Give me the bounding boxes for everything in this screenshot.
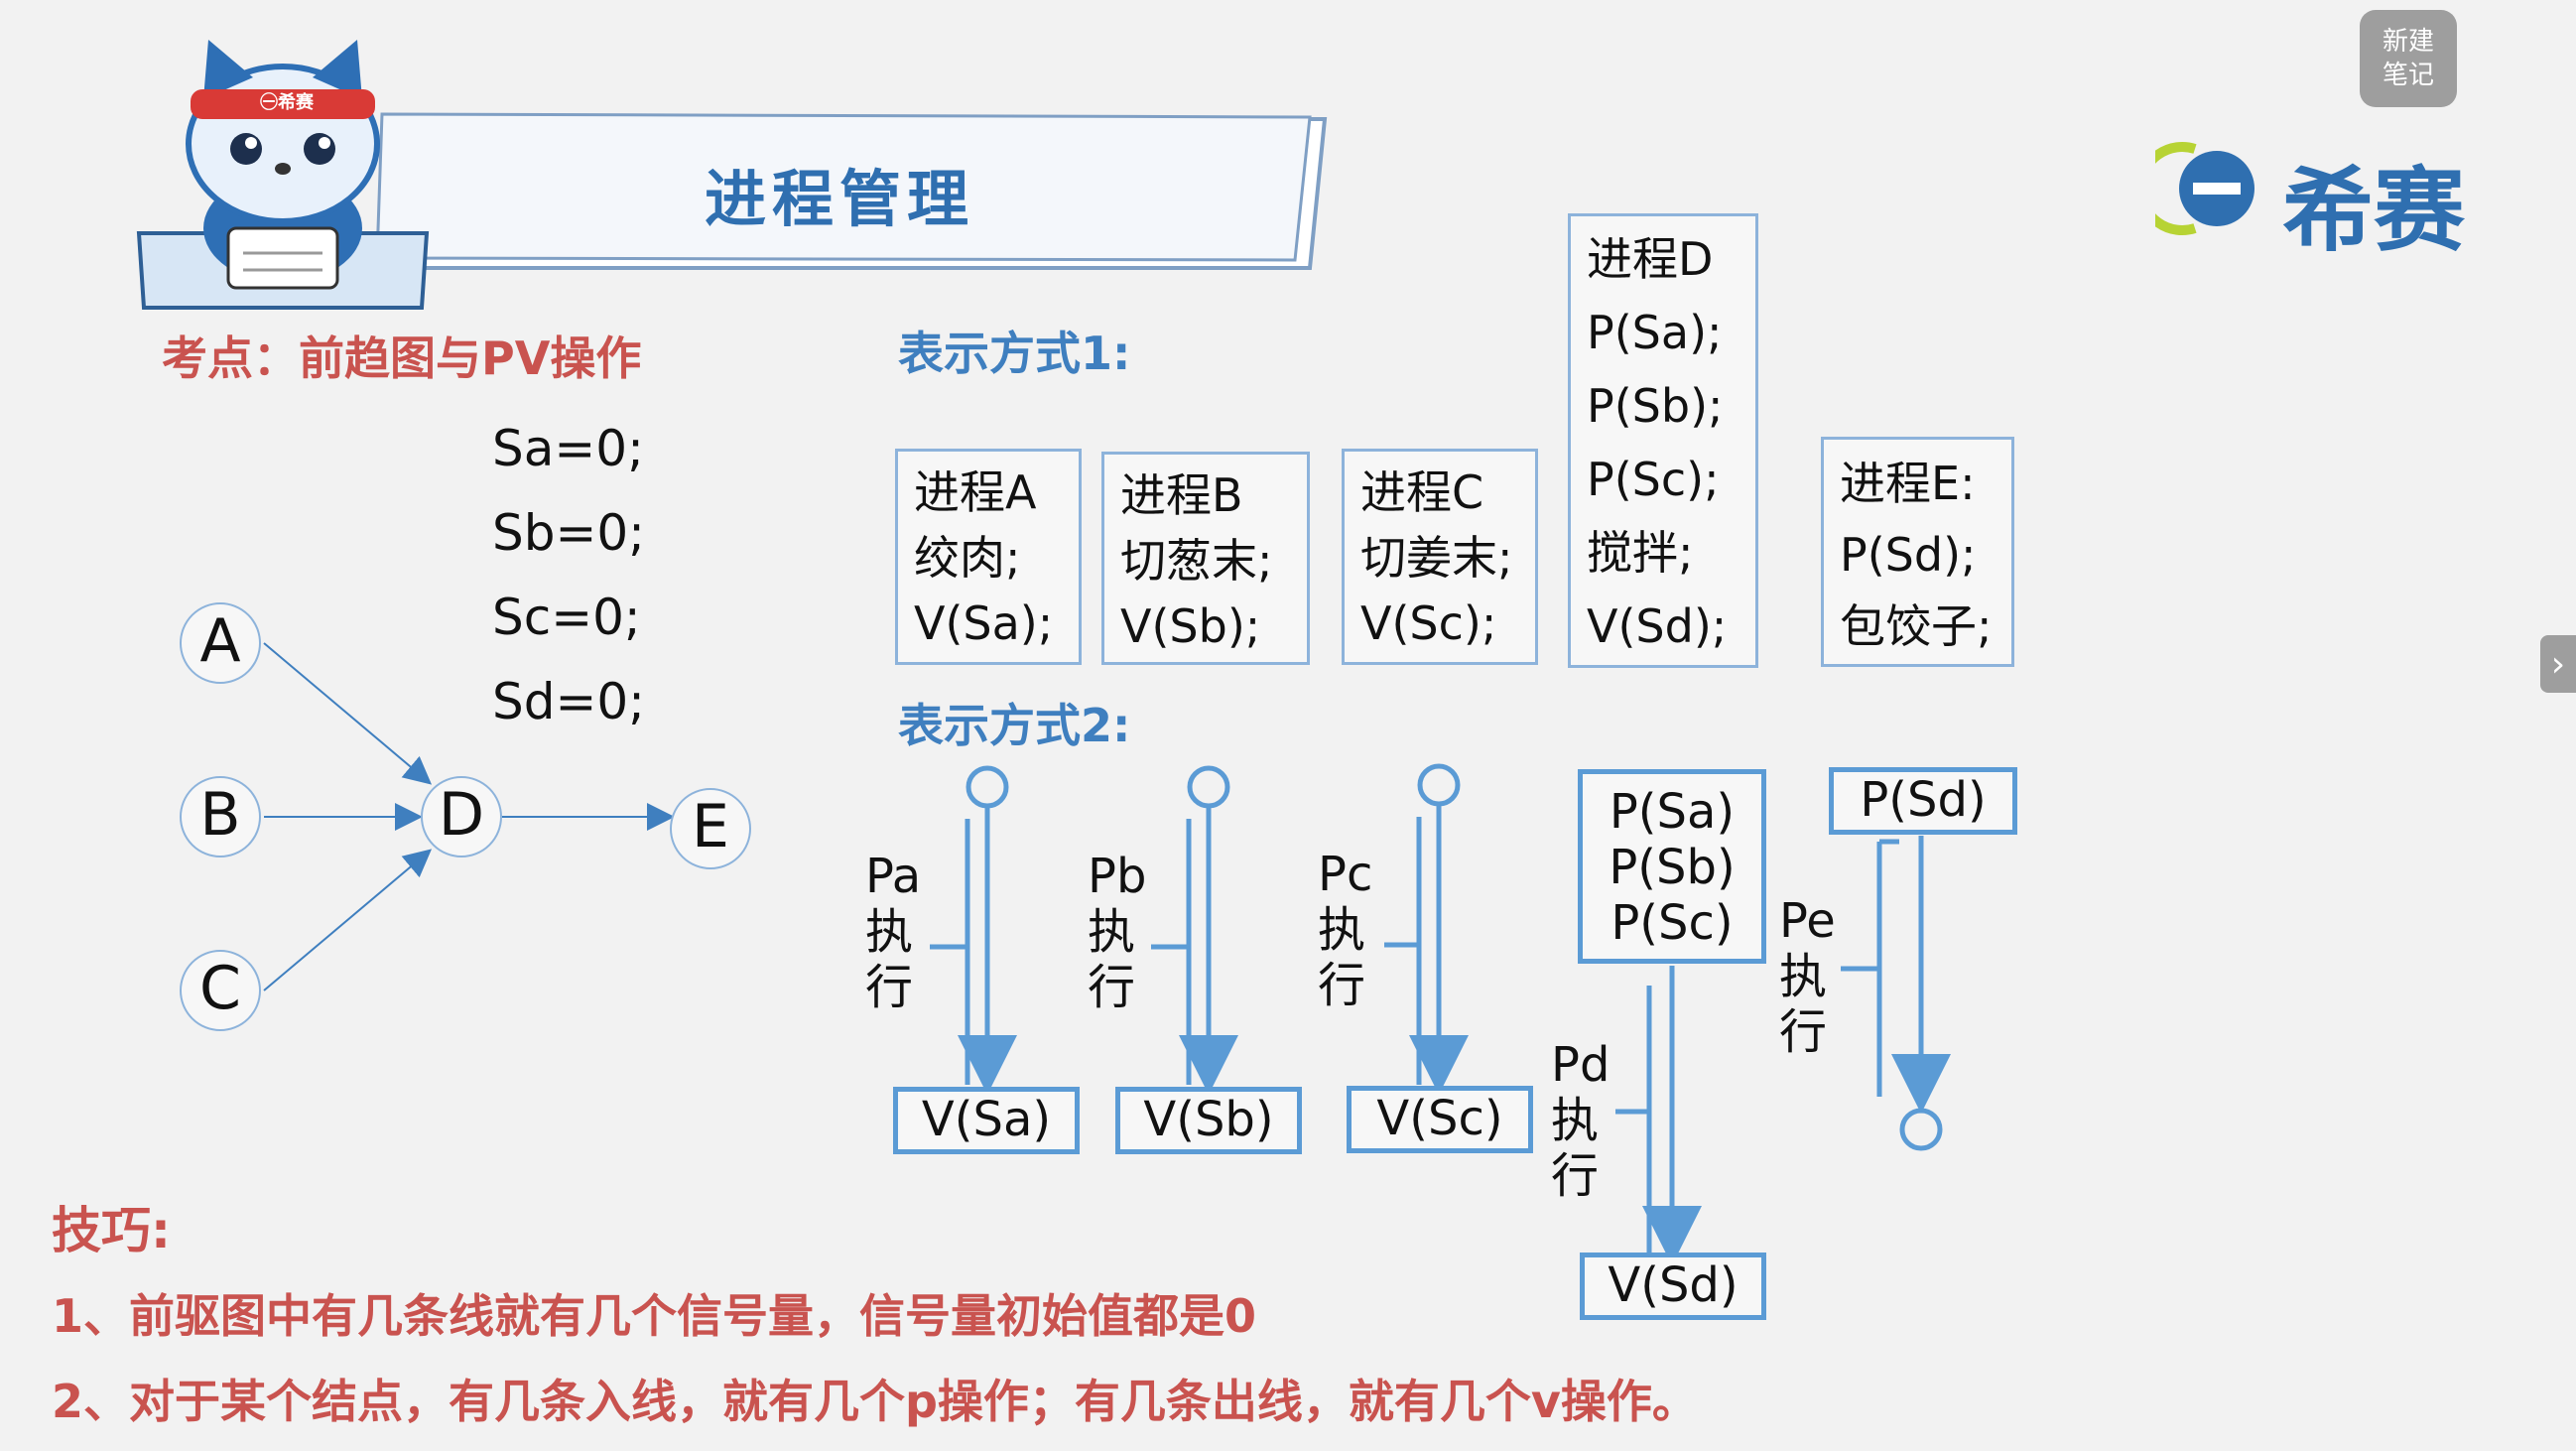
edge-c-d xyxy=(263,849,433,991)
repr2-heading: 表示方式2: xyxy=(898,699,1131,752)
pd-p-sb: P(Sb) xyxy=(1609,840,1736,895)
pa-label: Pa 执 行 xyxy=(865,849,922,1015)
node-a xyxy=(180,602,261,684)
edge-a-d xyxy=(263,642,433,785)
mascot-badge: ㊀希赛 xyxy=(260,92,314,113)
banner-graphic xyxy=(136,40,1328,310)
pd-p-sa: P(Sa) xyxy=(1609,784,1736,840)
process-d-line: 搅拌; xyxy=(1587,526,1694,580)
process-b-line: 进程B xyxy=(1120,468,1243,522)
precedence-graph: A B C D E xyxy=(180,602,751,1031)
node-d xyxy=(421,776,502,857)
pd-label: Pd 执 行 xyxy=(1551,1037,1610,1204)
node-c-label: C xyxy=(199,954,241,1023)
side-panel-toggle[interactable]: › xyxy=(2540,635,2576,693)
process-e-box: 进程E: P(Sd); 包饺子; xyxy=(1821,437,2014,667)
process-c-line: 切姜末; xyxy=(1360,531,1513,585)
process-d-line: P(Sb); xyxy=(1587,379,1724,433)
node-a-label: A xyxy=(199,606,240,676)
pc-label: Pc 执 行 xyxy=(1318,847,1373,1013)
pd-p-box: P(Sa) P(Sb) P(Sc) xyxy=(1578,769,1766,964)
tip-2: 2、对于某个结点，有几条入线，就有几个p操作；有几条出线，就有几个v操作。 xyxy=(52,1375,1698,1428)
tip-1: 1、前驱图中有几条线就有几个信号量，信号量初始值都是0 xyxy=(52,1289,1257,1343)
process-d-line: P(Sa); xyxy=(1587,306,1723,359)
process-a-line: V(Sa); xyxy=(914,596,1054,650)
new-note-label-1: 新建 xyxy=(2382,27,2434,57)
v-sd-box: V(Sd) xyxy=(1580,1253,1766,1320)
process-a-box: 进程A 绞肉; V(Sa); xyxy=(895,449,1082,665)
xisai-logo-icon xyxy=(2155,142,2254,235)
new-note-button[interactable]: 新建 笔记 xyxy=(2360,10,2457,107)
semaphore-sc: Sc=0; xyxy=(492,589,641,646)
node-e xyxy=(670,788,751,869)
pb-start-circle xyxy=(1187,765,1230,809)
pe-label: Pe 执 行 xyxy=(1779,893,1836,1060)
pe-p-sd-box: P(Sd) xyxy=(1829,767,2017,835)
pe-end-circle xyxy=(1899,1108,1943,1151)
process-e-line: 进程E: xyxy=(1840,457,1976,510)
process-b-line: 切葱末; xyxy=(1120,534,1273,588)
process-a-line: 绞肉; xyxy=(914,531,1021,585)
process-c-line: 进程C xyxy=(1360,465,1484,519)
process-b-line: V(Sb); xyxy=(1120,599,1261,653)
new-note-label-2: 笔记 xyxy=(2382,61,2434,90)
node-b-label: B xyxy=(199,780,240,850)
pc-start-circle xyxy=(1417,763,1461,807)
node-d-label: D xyxy=(439,780,484,850)
v-sb-box: V(Sb) xyxy=(1115,1087,1302,1154)
semaphore-list: Sa=0; Sb=0; Sc=0; Sd=0; xyxy=(492,407,645,744)
process-d-box: 进程D P(Sa); P(Sb); P(Sc); 搅拌; V(Sd); xyxy=(1568,213,1758,668)
process-c-box: 进程C 切姜末; V(Sc); xyxy=(1342,449,1538,665)
semaphore-sb: Sb=0; xyxy=(492,504,646,562)
v-sa-box: V(Sa) xyxy=(893,1087,1080,1154)
pb-label: Pb 执 行 xyxy=(1088,849,1147,1015)
chevron-right-icon: › xyxy=(2550,643,2566,685)
repr1-heading: 表示方式1: xyxy=(898,327,1131,380)
v-sc-box: V(Sc) xyxy=(1347,1086,1533,1153)
exam-point: 考点：前趋图与PV操作 xyxy=(162,331,642,385)
process-d-line: V(Sd); xyxy=(1587,599,1728,653)
page-title: 进程管理 xyxy=(705,163,975,235)
process-d-line: P(Sc); xyxy=(1587,453,1720,506)
process-a-line: 进程A xyxy=(914,465,1037,519)
mascot-cat-icon xyxy=(186,40,380,290)
logo-text: 希赛 xyxy=(2282,158,2466,264)
process-c-line: V(Sc); xyxy=(1360,596,1497,650)
pa-start-circle xyxy=(966,765,1009,809)
node-e-label: E xyxy=(692,792,729,861)
process-d-line: 进程D xyxy=(1587,232,1714,286)
semaphore-sd: Sd=0; xyxy=(492,673,646,730)
process-e-line: 包饺子; xyxy=(1840,599,1993,653)
tips-heading: 技巧: xyxy=(52,1202,171,1259)
node-c xyxy=(180,950,261,1031)
semaphore-sa: Sa=0; xyxy=(492,420,644,477)
pd-p-sc: P(Sc) xyxy=(1610,895,1734,951)
process-b-box: 进程B 切葱末; V(Sb); xyxy=(1101,452,1310,665)
node-b xyxy=(180,776,261,857)
process-e-line: P(Sd); xyxy=(1840,528,1977,582)
